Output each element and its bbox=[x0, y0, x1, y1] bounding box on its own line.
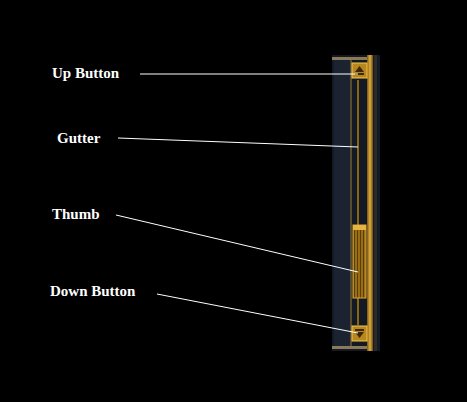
panel bbox=[332, 55, 380, 351]
leader-line bbox=[118, 138, 358, 147]
leader-line bbox=[140, 74, 358, 75]
frame-bottom bbox=[332, 346, 372, 349]
panel-shade bbox=[334, 58, 350, 348]
part-label: Up Button bbox=[52, 64, 119, 82]
leader-line bbox=[157, 294, 358, 333]
leader-line bbox=[116, 215, 358, 272]
rope-edge bbox=[367, 55, 373, 351]
frame-left bbox=[350, 60, 352, 346]
up-button bbox=[352, 63, 367, 78]
part-label: Down Button bbox=[50, 282, 135, 300]
part-label: Thumb bbox=[52, 205, 100, 223]
up-arrow bbox=[355, 66, 364, 72]
thumb bbox=[353, 225, 366, 298]
thumb-cap bbox=[353, 225, 366, 230]
down-arrow-bar bbox=[355, 329, 364, 331]
part-label: Gutter bbox=[57, 129, 100, 147]
frame-top bbox=[332, 57, 372, 60]
down-button bbox=[352, 326, 367, 341]
rope-shadow bbox=[374, 55, 377, 351]
